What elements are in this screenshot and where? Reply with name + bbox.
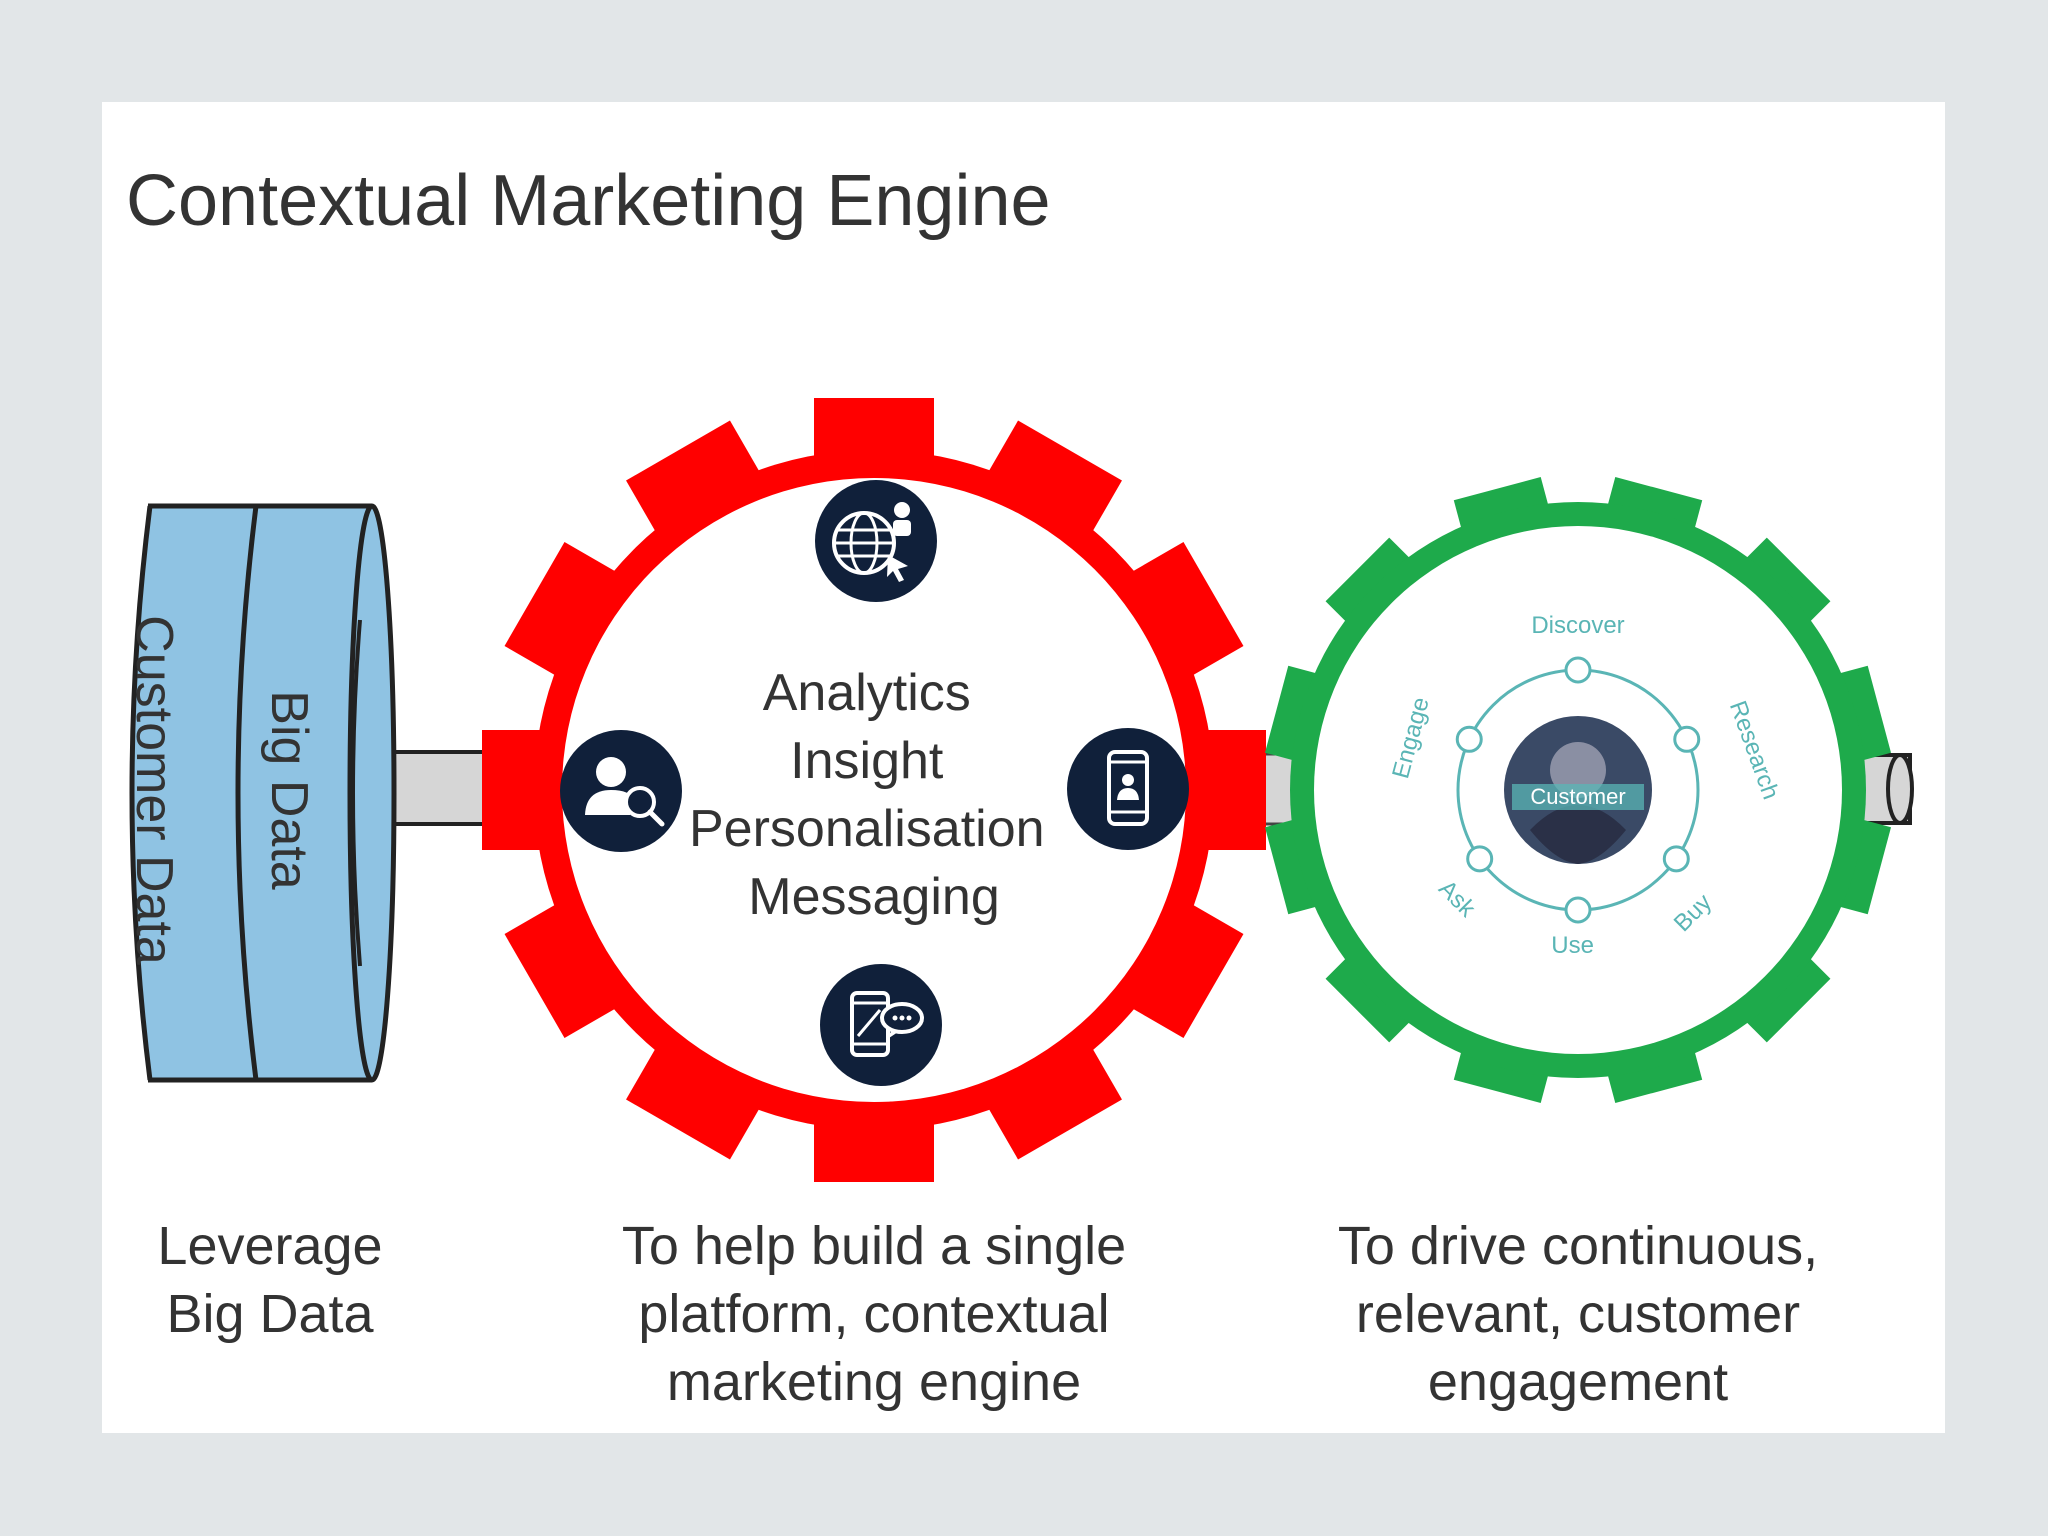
database-outer-label: Customer Data [125,615,183,965]
globe-user-icon [815,480,937,602]
engine-gear-tooth [977,1028,1122,1160]
user-search-icon [560,730,682,852]
cycle-nodes [1455,656,1701,924]
mobile-user-icon [1067,728,1189,850]
customer-center-label: Customer [1530,784,1625,809]
caption-right-line: engagement [1427,1352,1729,1412]
caption-middle-line: To help build a single [621,1216,1127,1276]
engine-gear-tooth [626,1028,771,1160]
cycle-node [1455,725,1483,753]
caption-middle: To help build a single platform, context… [574,1212,1174,1416]
cycle-node [1466,845,1494,873]
caption-middle-line: marketing engine [666,1352,1082,1412]
big-data-cylinder: Customer Data Big Data [125,503,397,1083]
cycle-node [1673,725,1701,753]
caption-right: To drive continuous, relevant, customer … [1278,1212,1878,1416]
caption-middle-line: platform, contextual [638,1284,1110,1344]
page-title: Contextual Marketing Engine [126,161,1051,241]
engine-gear: Analytics Insight Personalisation Messag… [482,398,1266,1182]
engine-gear-tooth [504,893,636,1038]
caption-right-line: To drive continuous, [1337,1216,1819,1276]
engine-gear-tooth [1112,542,1244,687]
caption-left-line: Leverage [157,1216,383,1276]
caption-left-line: Big Data [166,1284,374,1344]
caption-right-line: relevant, customer [1355,1284,1801,1344]
cycle-node [1564,896,1592,924]
engine-center-text: Analytics Insight Personalisation Messag… [689,664,1059,926]
engine-gear-tooth [504,542,636,687]
cycle-node [1564,656,1592,684]
cycle-label-use: Use [1551,932,1594,959]
engine-gear-tooth [1112,893,1244,1038]
cycle-label-discover: Discover [1531,612,1624,639]
database-inner-label: Big Data [260,690,318,890]
caption-left: Leverage Big Data [120,1212,420,1348]
cycle-node [1662,845,1690,873]
engine-gear-tooth [626,420,771,552]
engine-gear-tooth [977,420,1122,552]
mobile-chat-icon [820,964,942,1086]
